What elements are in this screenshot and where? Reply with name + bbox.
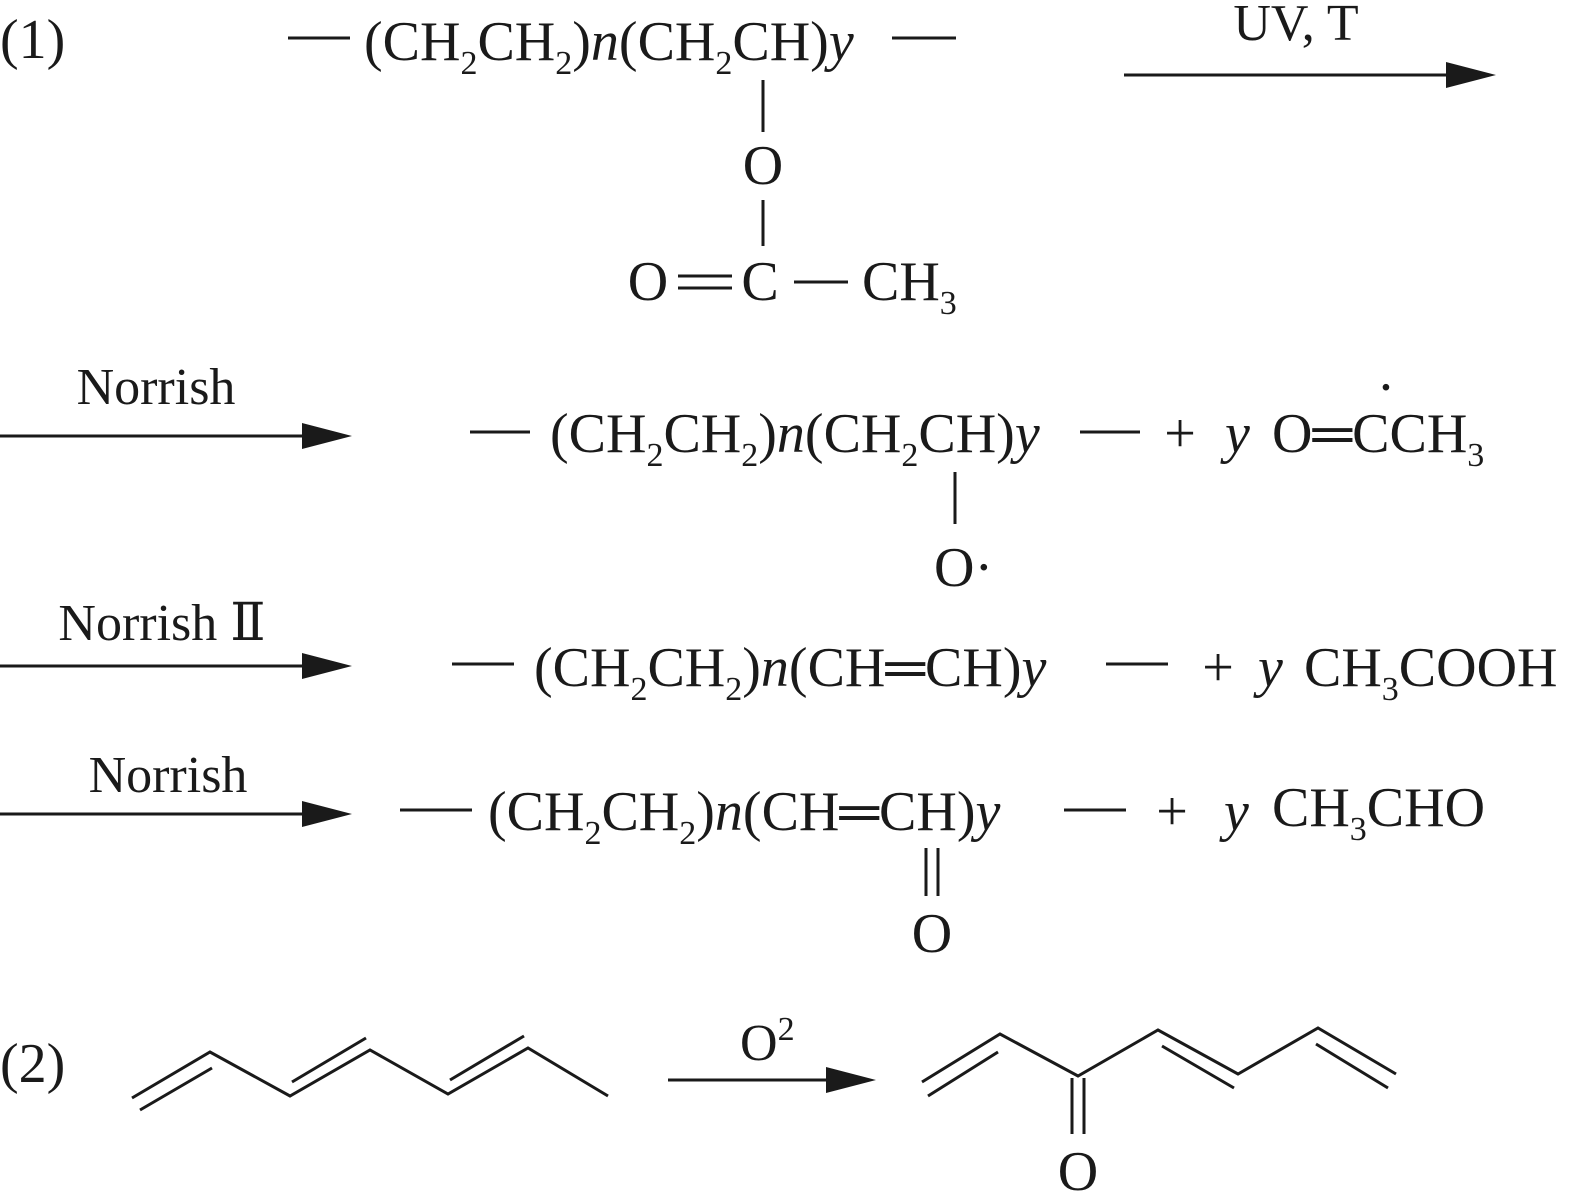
subscript-2: 2 [555, 45, 572, 82]
acetic-acid-cooh: COOH [1399, 637, 1558, 699]
vinylene-group: CH═CH [762, 781, 957, 843]
subscript-2: 2 [460, 45, 477, 82]
paren-open: ( [364, 11, 383, 73]
arrow-head [302, 423, 352, 449]
acyl-oxygen: O═ [1272, 403, 1352, 465]
carbonyl-oxygen: O [912, 903, 952, 965]
arrow-norrish-2: Norrish Ⅱ [0, 595, 352, 679]
plus-sign: + [1156, 781, 1188, 843]
zigzag-chain [921, 1026, 1397, 1084]
paren-close: ) [810, 11, 829, 73]
double-bond-1 [139, 1066, 213, 1112]
paren-open: ( [619, 11, 638, 73]
norrish-1-products: (CH2CH2)n(CH2CH)y + y O═CCH3 · O· [470, 357, 1484, 599]
arrow-uv-t: UV, T [1124, 0, 1496, 88]
arrow-oxygen: O2 [668, 1011, 876, 1093]
acyl-radical-dot: · [1377, 357, 1396, 419]
norrish-2-products: (CH2CH2)n(CH═CH)y + y CH3COOH [452, 637, 1557, 708]
condition-superscript: 2 [778, 1011, 795, 1048]
ester-oxygen: O [743, 135, 783, 197]
part-1-label: (1) [0, 9, 65, 71]
arrow-norrish-3: Norrish [0, 747, 352, 827]
paren-close: ) [572, 11, 591, 73]
double-bond-2 [291, 1036, 367, 1084]
double-bond-2 [1161, 1044, 1235, 1090]
ch-group: CH [638, 11, 716, 73]
acetic-acid-ch: CH [1304, 637, 1382, 699]
dienone-skeleton: O [921, 1026, 1397, 1202]
acetaldehyde-ch: CH [1272, 777, 1350, 839]
double-bond-1 [927, 1050, 999, 1098]
condition-norrish-ii: Norrish Ⅱ [58, 595, 265, 652]
part-2-label: (2) [0, 1033, 65, 1095]
subscript-2: 2 [715, 45, 732, 82]
carbonyl-carbon: C [741, 251, 778, 313]
double-bond-3 [449, 1034, 525, 1082]
zigzag-chain [131, 1046, 609, 1100]
condition-uv-t: UV, T [1233, 0, 1358, 52]
svg-text:O2: O2 [740, 1011, 795, 1072]
coefficient-y: y [1220, 403, 1250, 465]
vinylene-group: CH═CH [808, 637, 1003, 699]
subscript-3: 3 [940, 285, 957, 322]
arrow-norrish-1: Norrish [0, 359, 352, 449]
carbonyl-oxygen: O [628, 251, 668, 313]
acetaldehyde-cho: CHO [1367, 777, 1485, 839]
svg-text:O═CCH3: O═CCH3 [1272, 403, 1484, 474]
coefficient-y: y [1253, 637, 1283, 699]
index-n: n [591, 11, 619, 73]
condition-oxygen: O [740, 1015, 778, 1072]
oxy-radical: O· [934, 537, 993, 599]
svg-text:(CH2CH2)n(CH2CH)y: (CH2CH2)n(CH2CH)y [364, 11, 854, 82]
condition-norrish: Norrish [77, 359, 236, 416]
arrow-head [826, 1067, 876, 1093]
plus-sign: + [1164, 403, 1196, 465]
norrish-3-products: (CH2CH2)n(CH═CH)y + y CH3CHO O [400, 777, 1485, 965]
svg-text:CH3CHO: CH3CHO [1272, 777, 1485, 848]
coefficient-y: y [1219, 781, 1249, 843]
svg-text:(CH2CH2)n(CH2CH)y: (CH2CH2)n(CH2CH)y [550, 403, 1040, 474]
svg-text:(CH2CH2)n(CH═CH)y: (CH2CH2)n(CH═CH)y [488, 781, 1000, 852]
double-bond-3 [1315, 1042, 1389, 1090]
methyl-group: CH [862, 251, 940, 313]
svg-text:CH3: CH3 [862, 251, 957, 322]
arrow-head [302, 801, 352, 827]
conjugated-triene-skeleton [131, 1034, 609, 1112]
ketone-oxygen: O [1058, 1141, 1098, 1202]
svg-text:CH3COOH: CH3COOH [1304, 637, 1557, 708]
index-y: y [824, 11, 854, 73]
arrow-head [1446, 62, 1496, 88]
acyl-ch3: CCH [1352, 403, 1467, 465]
ch-group: CH [477, 11, 555, 73]
svg-text:(CH2CH2)n(CH═CH)y: (CH2CH2)n(CH═CH)y [534, 637, 1046, 708]
ethylene-vinyl-acetate-copolymer: (CH2CH2)n(CH2CH)y O O C CH3 [288, 11, 957, 322]
plus-sign: + [1202, 637, 1234, 699]
ch-group: CH [383, 11, 461, 73]
ch-group: CH [732, 11, 810, 73]
condition-norrish: Norrish [89, 747, 248, 804]
arrow-head [302, 653, 352, 679]
